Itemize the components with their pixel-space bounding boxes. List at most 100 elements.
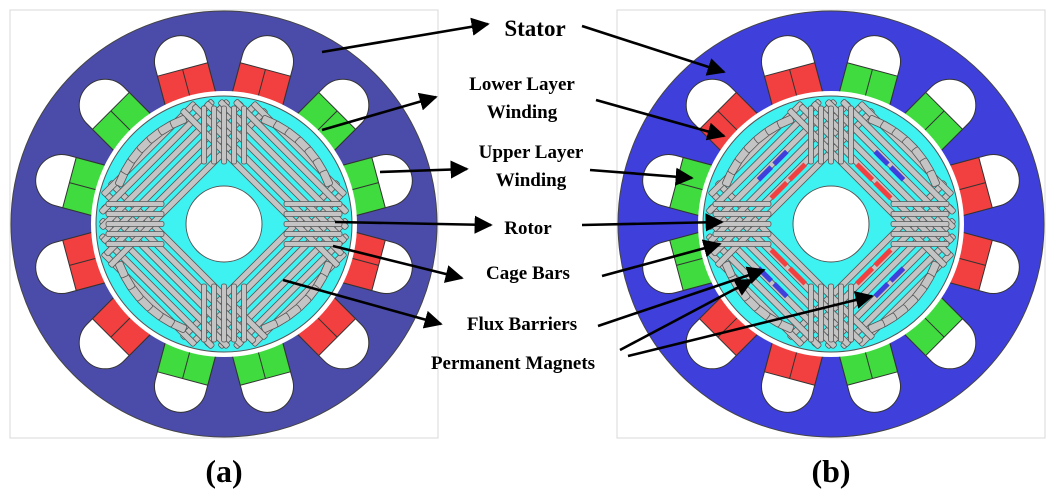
- flux-barrier: [99, 218, 230, 349]
- cage-bar: [283, 221, 343, 227]
- cage-bar: [848, 105, 854, 165]
- permanent-magnet: [888, 165, 906, 182]
- cage-bar: [283, 231, 343, 237]
- label-permanent-magnets: Permanent Magnets: [431, 353, 595, 374]
- permanent-magnet: [888, 266, 906, 283]
- flux-barrier: [191, 104, 344, 257]
- arrow-cage-bars-a: [332, 244, 464, 283]
- flux-barrier: [787, 180, 947, 340]
- label-rotor: Rotor: [504, 218, 552, 239]
- flux-barrier: [715, 180, 875, 340]
- cage-bar: [283, 211, 343, 217]
- arrow-lower-layer-b: [595, 98, 726, 141]
- label-lower-layer-1: Lower Layer: [469, 74, 575, 95]
- flux-barrier: [811, 101, 954, 244]
- cage-bar: [105, 231, 165, 237]
- cage-bar: [838, 283, 844, 343]
- cage-bar: [105, 211, 165, 217]
- arrow-upper-layer-a: [379, 160, 469, 179]
- cage-bar: [241, 105, 247, 165]
- q-axis-bars: [105, 201, 165, 247]
- cage-bar: [890, 231, 950, 237]
- stator-slot: [231, 342, 294, 413]
- cage-bar: [283, 241, 343, 247]
- arrow-stator-a: [321, 17, 490, 54]
- cage-bar: [211, 105, 217, 165]
- cage-bar: [105, 241, 165, 247]
- flux-barrier: [204, 101, 347, 244]
- permanent-magnet: [873, 248, 893, 268]
- cage-bar: [926, 169, 940, 188]
- cage-bar: [105, 201, 165, 207]
- cage-bar: [221, 105, 227, 165]
- cage-bar: [201, 283, 207, 343]
- flux-barrier: [233, 99, 349, 215]
- cage-bar: [808, 105, 814, 165]
- flux-barrier: [180, 108, 340, 268]
- label-upper-layer-1: Upper Layer: [479, 142, 584, 163]
- flux-barrier: [99, 233, 215, 349]
- flux-barrier: [108, 108, 268, 268]
- arrow-stator-b: [581, 24, 726, 76]
- stator-slot: [78, 78, 152, 152]
- flux-barrier: [218, 99, 349, 230]
- arrow-rotor-b: [581, 213, 724, 232]
- arrow-upper-layer-b: [589, 167, 694, 186]
- permanent-magnet: [873, 180, 893, 200]
- flux-barrier: [798, 104, 951, 257]
- label-cage-bars: Cage Bars: [486, 263, 570, 284]
- flux-barrier: [99, 99, 230, 230]
- callout-arrows: [282, 17, 874, 358]
- flux-barrier: [99, 99, 215, 215]
- permanent-magnet: [873, 149, 890, 167]
- cage-bar: [890, 241, 950, 247]
- permanent-magnet: [873, 281, 890, 299]
- permanent-magnet: [787, 162, 807, 182]
- cage-bar: [283, 201, 343, 207]
- stator-slot: [296, 78, 370, 152]
- q-axis-bars: [201, 283, 247, 343]
- flux-barrier: [840, 233, 956, 349]
- cage-bar: [890, 221, 950, 227]
- q-axis-bars: [201, 105, 247, 165]
- cage-bar: [712, 231, 772, 237]
- cage-bar: [105, 221, 165, 227]
- permanent-magnet: [772, 149, 789, 167]
- arrow-cage-bars-b: [601, 239, 722, 278]
- stator-slots-a: [35, 35, 413, 413]
- stator-slot: [296, 296, 370, 370]
- cage-bar: [201, 105, 207, 165]
- label-flux-barriers: Flux Barriers: [467, 314, 577, 335]
- flux-barrier: [233, 233, 349, 349]
- shaft-b: [792, 185, 870, 263]
- flux-barrier: [108, 180, 268, 340]
- stator-slot: [231, 35, 294, 106]
- label-lower-layer-2: Winding: [487, 102, 558, 123]
- arrow-magnets-2: [627, 291, 874, 358]
- rotor-features-a: [99, 99, 349, 349]
- label-upper-layer-2: Winding: [496, 170, 567, 191]
- arrow-magnets-1: [619, 278, 754, 352]
- cage-bar: [231, 105, 237, 165]
- permanent-magnet: [855, 162, 875, 182]
- q-axis-bars: [890, 201, 950, 247]
- flux-barrier: [825, 99, 956, 230]
- caption-a: (a): [205, 453, 242, 489]
- flux-barrier: [825, 218, 956, 349]
- cage-bar: [712, 241, 772, 247]
- cage-bar: [838, 105, 844, 165]
- q-axis-bars: [712, 201, 772, 247]
- permanent-magnet: [756, 165, 774, 182]
- q-axis-bars: [808, 105, 854, 165]
- cage-bar: [231, 283, 237, 343]
- cage-bar: [211, 283, 217, 343]
- cage-bar: [818, 105, 824, 165]
- flux-barrier: [706, 99, 822, 215]
- cage-bar: [818, 283, 824, 343]
- rotor-features-b: [706, 99, 956, 349]
- rotor-pole: [180, 99, 349, 268]
- cage-bar: [890, 201, 950, 207]
- flux-barrier: [180, 180, 340, 340]
- permanent-magnet: [769, 248, 789, 268]
